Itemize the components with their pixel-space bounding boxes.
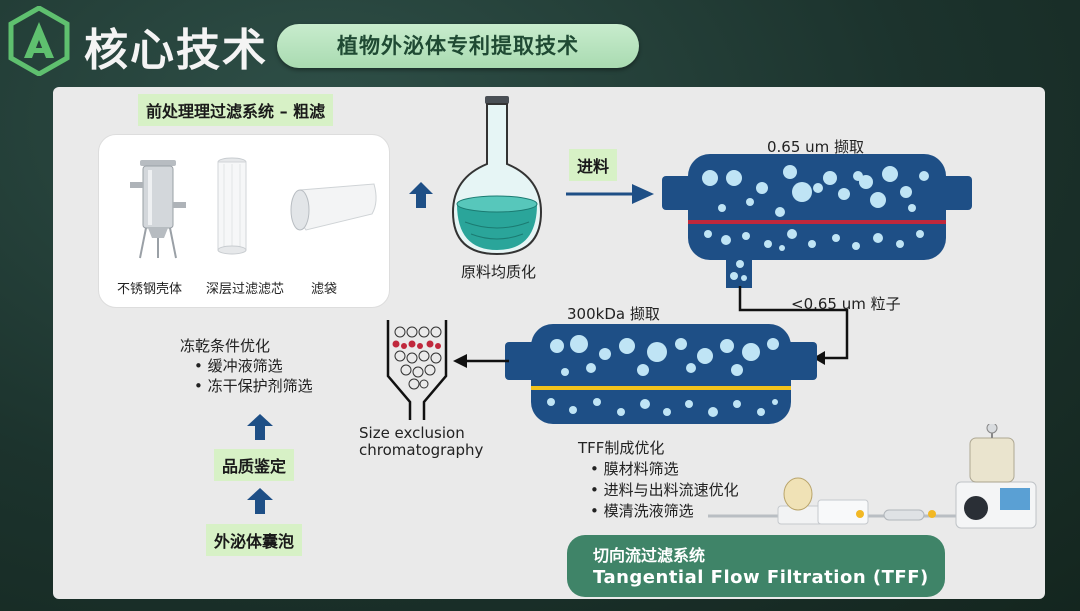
tff-opt-item: • 膜材料筛选 <box>590 460 679 478</box>
up-arrow-icon <box>247 414 273 440</box>
tff-opt-item-text: 模清洗液筛选 <box>603 502 694 520</box>
filter-item-label: 不锈钢壳体 <box>117 282 183 297</box>
tff-opt-item-text: 膜材料筛选 <box>603 460 679 478</box>
tff-opt-title: TFF制成优化 <box>578 439 665 457</box>
pretreatment-label: 前处理理过滤系统 – 粗滤 <box>138 94 334 126</box>
sec-label-line: Size exclusion <box>359 424 465 442</box>
flask-icon <box>451 96 543 256</box>
tff-opt-item: • 模清洗液筛选 <box>590 502 694 520</box>
filter-item-label: 滤袋 <box>311 282 338 297</box>
left-arrow-icon <box>453 354 509 368</box>
tff-equipment-image <box>708 424 1037 529</box>
connector-arrow-icon <box>738 286 849 365</box>
filter-tube-065 <box>662 154 972 288</box>
feed-label: 进料 <box>569 149 618 181</box>
sec-column-icon <box>386 320 448 420</box>
page-title: 核心技术 <box>84 25 268 76</box>
filter-item-label: 深层过滤滤芯 <box>206 282 285 297</box>
subtitle-text: 植物外泌体专利提取技术 <box>337 34 579 58</box>
logo-icon <box>8 6 70 76</box>
tff-opt-item-text: 进料与出料流速优化 <box>603 481 739 499</box>
less-065-label: <0.65 um 粒子 <box>791 295 901 313</box>
depth-filter-icon <box>217 157 247 255</box>
tff-pill-subtitle: Tangential Flow Filtration (TFF) <box>593 567 929 588</box>
quality-label: 品质鉴定 <box>214 449 295 481</box>
vesicle-label: 外泌体囊泡 <box>206 524 303 556</box>
up-arrow-icon <box>409 182 433 208</box>
filter-bag-icon <box>290 183 377 231</box>
lyo-item-text: 缓冲液筛选 <box>207 357 283 375</box>
lyo-item-text: 冻干保护剂筛选 <box>207 377 313 395</box>
lyo-item: • 缓冲液筛选 <box>194 357 283 375</box>
capture-065-label: 0.65 um 撷取 <box>767 138 865 156</box>
tff-pill: 切向流过滤系统 Tangential Flow Filtration (TFF) <box>567 535 945 597</box>
steel-housing-icon <box>130 160 186 259</box>
subtitle-pill: 植物外泌体专利提取技术 <box>277 24 639 68</box>
up-arrow-icon <box>247 488 273 514</box>
tff-optimization: TFF制成优化 • 膜材料筛选 • 进料与出料流速优化 • 模清洗液筛选 <box>578 438 739 522</box>
flask-label: 原料均质化 <box>461 263 537 281</box>
feed-arrow-icon <box>566 184 654 204</box>
capture-300-label: 300kDa 撷取 <box>567 305 660 323</box>
tff-pill-title: 切向流过滤系统 <box>593 546 706 565</box>
lyo-section: 冻乾条件优化 • 缓冲液筛选 • 冻干保护剂筛选 <box>180 336 313 396</box>
lyo-item: • 冻干保护剂筛选 <box>194 377 313 395</box>
sec-label: Size exclusion chromatography <box>359 425 483 459</box>
filter-tube-300kda <box>505 324 817 424</box>
sec-label-line: chromatography <box>359 441 484 459</box>
lyo-title: 冻乾条件优化 <box>180 337 271 355</box>
tff-opt-item: • 进料与出料流速优化 <box>590 481 739 499</box>
